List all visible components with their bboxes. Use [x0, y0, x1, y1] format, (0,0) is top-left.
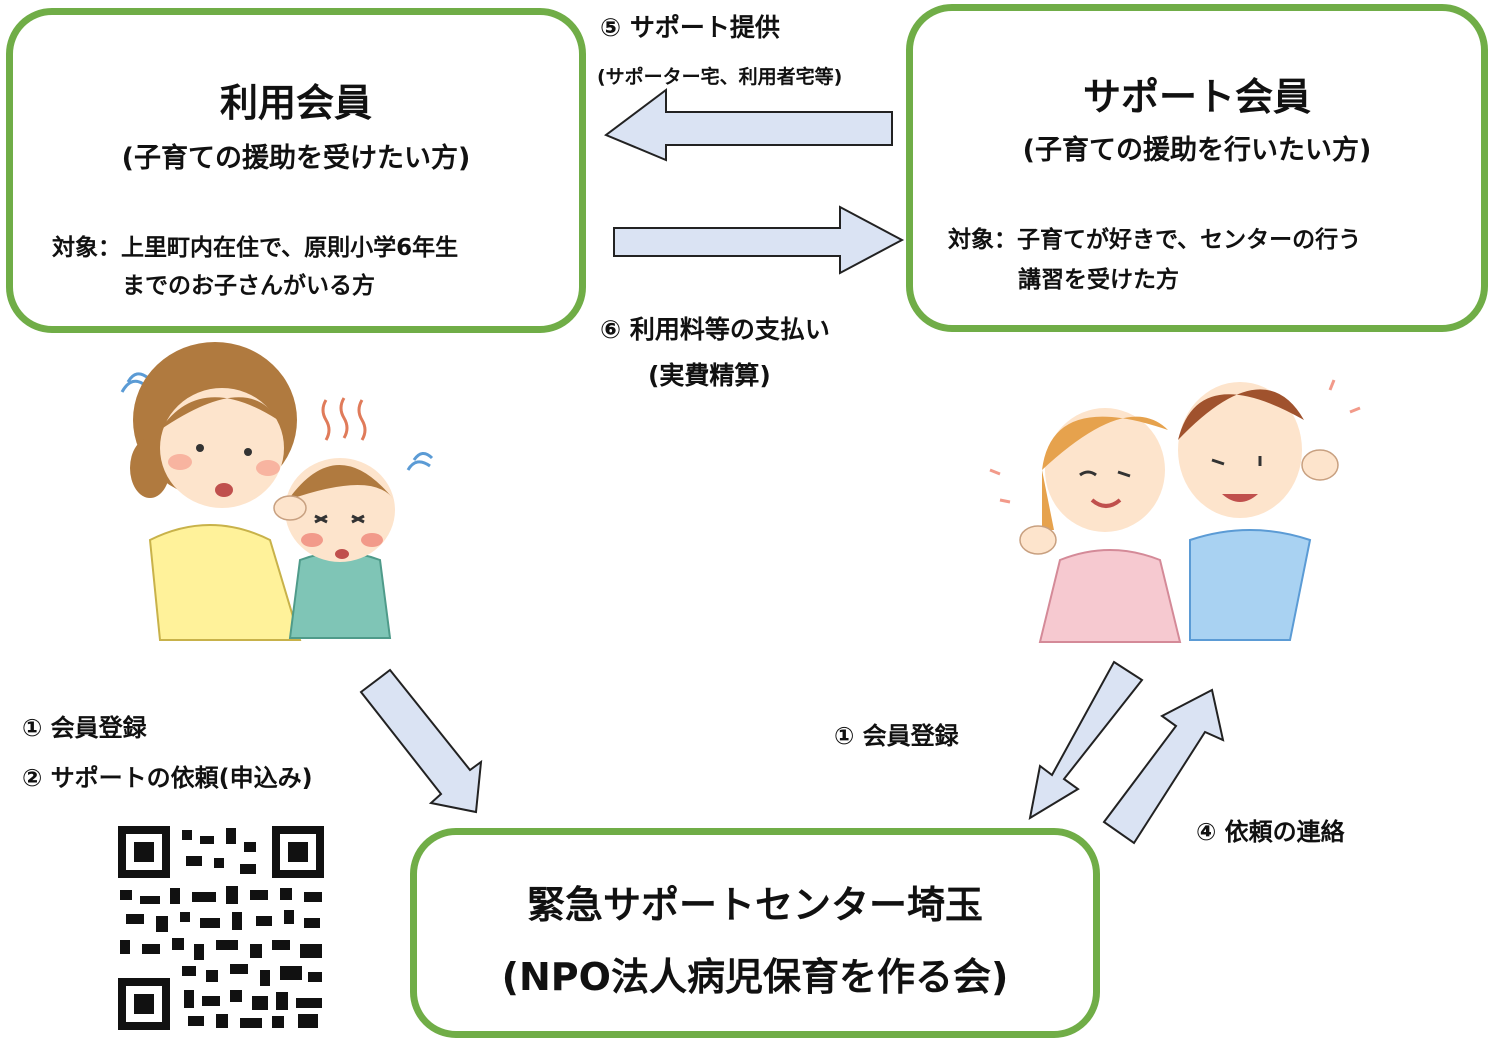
support-member-title: サポート会員: [1082, 75, 1311, 119]
arrow-supporter-to-center: [1028, 660, 1144, 821]
user-member-title: 利用会員: [219, 81, 372, 125]
support-member-subtitle: (子育ての援助を行いたい方): [1022, 135, 1372, 166]
user-member-target-line1: 対象：上里町内在住で、原則小学6年生: [52, 235, 459, 261]
support-center-box: [410, 828, 1100, 1038]
flow-support-provision: ⑤ サポート提供: [600, 13, 780, 42]
user-member-target-line2: までのお子さんがいる方: [122, 273, 375, 299]
support-member-target-line1: 対象：子育てが好きで、センターの行う: [948, 227, 1362, 253]
flow-support-request: ② サポートの依頼(申込み): [22, 764, 313, 792]
support-member-box: [906, 4, 1488, 332]
flow-payment-note: (実費精算): [648, 361, 771, 390]
arrow-center-to-supporter: [1102, 688, 1225, 845]
user-member-subtitle: (子育ての援助を受けたい方): [121, 143, 471, 174]
arrow-left-support-provision: [604, 88, 893, 162]
support-center-subtitle: (NPO法人病児保育を作る会): [501, 955, 1009, 999]
support-member-target-line2: 講習を受けた方: [1018, 267, 1179, 293]
flow-support-provision-note: (サポーター宅、利用者宅等): [597, 66, 843, 88]
arrow-user-to-center: [359, 668, 483, 814]
flow-user-registration: ① 会員登録: [22, 714, 147, 742]
support-center-title: 緊急サポートセンター埼玉: [526, 883, 983, 927]
flow-supporter-registration: ① 会員登録: [834, 722, 959, 750]
user-member-box: [6, 8, 586, 333]
flow-payment: ⑥ 利用料等の支払い: [600, 315, 830, 344]
flow-request-contact: ④ 依頼の連絡: [1196, 818, 1345, 846]
arrow-right-payment: [613, 205, 905, 275]
